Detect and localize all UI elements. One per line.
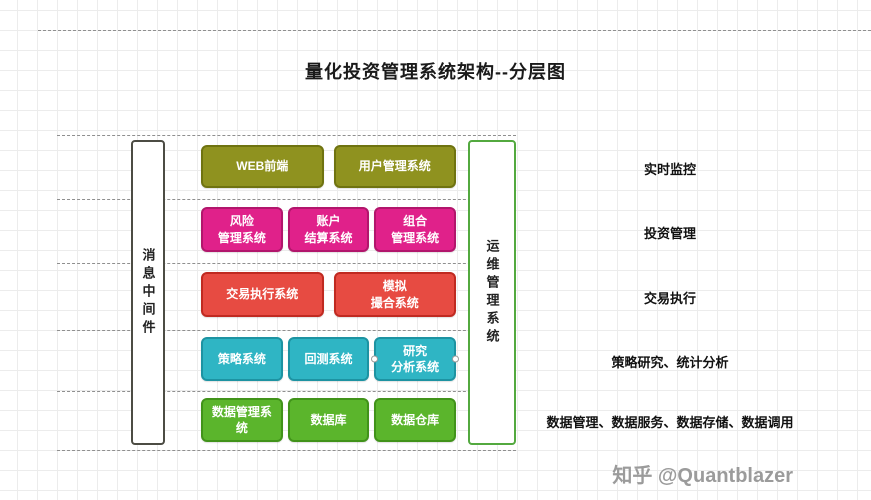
layer-row-data: 数据管理系统 数据库 数据仓库 <box>201 398 457 442</box>
zhihu-watermark: 知乎 @Quantblazer <box>612 465 793 487</box>
data-warehouse-box: 数据仓库 <box>374 398 457 442</box>
annotation-investment-management: 投资管理 <box>643 226 696 241</box>
account-settlement-box: 账户 结算系统 <box>287 207 370 252</box>
strategy-system-box: 策略系统 <box>201 337 283 381</box>
layer-separator-1 <box>57 135 516 136</box>
database-box: 数据库 <box>287 398 370 442</box>
pillar-ops-management-system-label: 运维管理系统 <box>484 238 500 347</box>
backtest-system-box: 回测系统 <box>287 337 370 381</box>
layer-row-strategy-research: 策略系统 回测系统 研究 分析系统 <box>201 337 460 381</box>
layer-separator-2 <box>57 199 516 200</box>
layer-row-investment-management: 风险 管理系统 账户 结算系统 组合 管理系统 <box>201 207 457 252</box>
layer-row-trade-execution: 交易执行系统 模拟 撮合系统 <box>201 272 456 317</box>
connection-handle-right <box>452 355 460 363</box>
connection-handle-left <box>371 355 379 363</box>
data-management-box: 数据管理系统 <box>201 398 283 442</box>
pillar-message-middleware: 消息中间件 <box>131 140 165 445</box>
layer-separator-5 <box>57 391 516 392</box>
annotation-data-services: 数据管理、数据服务、数据存储、数据调用 <box>546 415 794 430</box>
layer-separator-6 <box>57 450 516 451</box>
diagram-title: 量化投资管理系统架构--分层图 <box>305 62 566 82</box>
pillar-ops-management-system: 运维管理系统 <box>468 140 516 445</box>
annotation-trade-execution: 交易执行 <box>643 291 696 306</box>
dashed-line-top <box>38 30 871 31</box>
portfolio-management-box: 组合 管理系统 <box>374 207 457 252</box>
trade-execution-box: 交易执行系统 <box>201 272 324 317</box>
simulation-matching-box: 模拟 撮合系统 <box>333 272 456 317</box>
layer-separator-3 <box>57 263 516 264</box>
layer-row-presentation: WEB前端 用户管理系统 <box>201 145 456 188</box>
risk-management-box: 风险 管理系统 <box>201 207 283 252</box>
pillar-message-middleware-label: 消息中间件 <box>140 247 156 338</box>
web-frontend-box: WEB前端 <box>201 145 324 188</box>
research-analysis-box: 研究 分析系统 <box>371 337 460 381</box>
annotation-strategy-research: 策略研究、统计分析 <box>611 355 729 370</box>
layer-separator-4 <box>57 330 516 331</box>
user-management-box: 用户管理系统 <box>333 145 456 188</box>
annotation-realtime-monitoring: 实时监控 <box>643 162 696 177</box>
